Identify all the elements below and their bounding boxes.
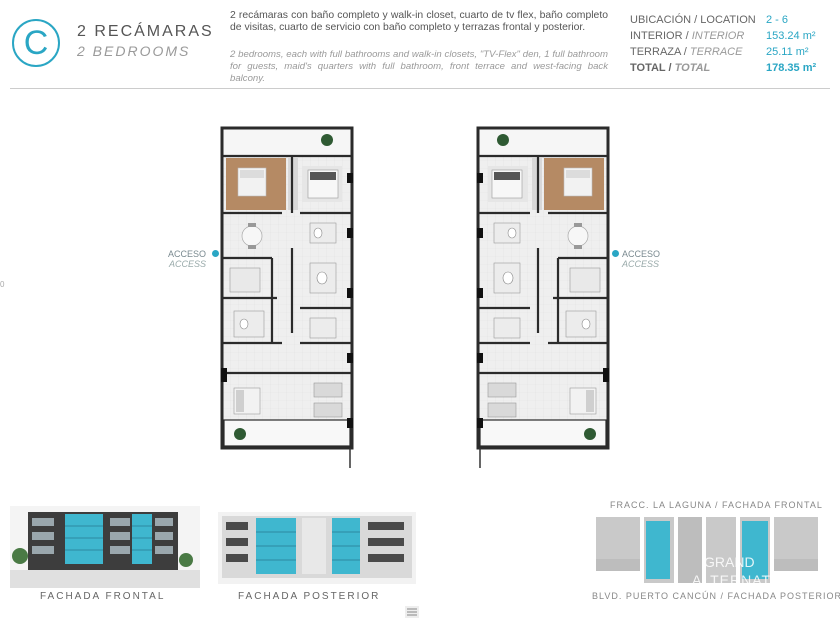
- access-label-left: ACCESO ACCESS: [167, 249, 206, 269]
- floor-plan-right: [475, 126, 611, 468]
- area-table: UBICACIÓN / LOCATION 2 - 6 INTERIOR / IN…: [630, 14, 830, 78]
- description-es: 2 recámaras con baño completo y walk-in …: [230, 10, 608, 33]
- unit-title-es: 2 RECÁMARAS: [77, 23, 214, 40]
- description-en: 2 bedrooms, each with full bathrooms and…: [230, 49, 608, 84]
- site-key-plan: GRAND ALTERNATIVE: [596, 513, 820, 589]
- rear-facade-render: [218, 512, 416, 584]
- rear-facade-caption: FACHADA POSTERIOR: [238, 591, 381, 602]
- unit-logo: C: [12, 19, 60, 67]
- unit-title-en: 2 BEDROOMS: [77, 43, 191, 59]
- front-facade-caption: FACHADA FRONTAL: [40, 591, 166, 602]
- watermark-line1: GRAND: [704, 554, 755, 570]
- watermark-line2: ALTERNATIVE: [692, 572, 797, 588]
- area-value: 153.24 m²: [766, 30, 816, 42]
- scale-icon: [405, 606, 419, 618]
- access-marker-left-icon: [212, 250, 219, 257]
- area-value: 25.11 m²: [766, 46, 809, 58]
- side-mark: 0: [0, 280, 5, 289]
- area-row-interior: INTERIOR / INTERIOR 153.24 m²: [630, 30, 816, 42]
- floor-plan-left: [219, 126, 355, 468]
- area-row-terrace: TERRAZA / TERRACE 25.11 m²: [630, 46, 809, 58]
- access-marker-right-icon: [612, 250, 619, 257]
- area-value: 2 - 6: [766, 14, 789, 26]
- area-row-location: UBICACIÓN / LOCATION 2 - 6: [630, 14, 789, 26]
- front-facade-render: [10, 506, 200, 588]
- access-label-right: ACCESO ACCESS: [622, 249, 661, 269]
- area-row-total: TOTAL / TOTAL 178.35 m²: [630, 62, 817, 74]
- site-top-caption: FRACC. LA LAGUNA / FACHADA FRONTAL: [610, 500, 823, 510]
- header-divider: [10, 88, 830, 89]
- site-bottom-caption: BLVD. PUERTO CANCÚN / FACHADA POSTERIOR: [592, 591, 840, 601]
- unit-letter: C: [23, 24, 49, 62]
- area-value: 178.35 m²: [766, 62, 817, 74]
